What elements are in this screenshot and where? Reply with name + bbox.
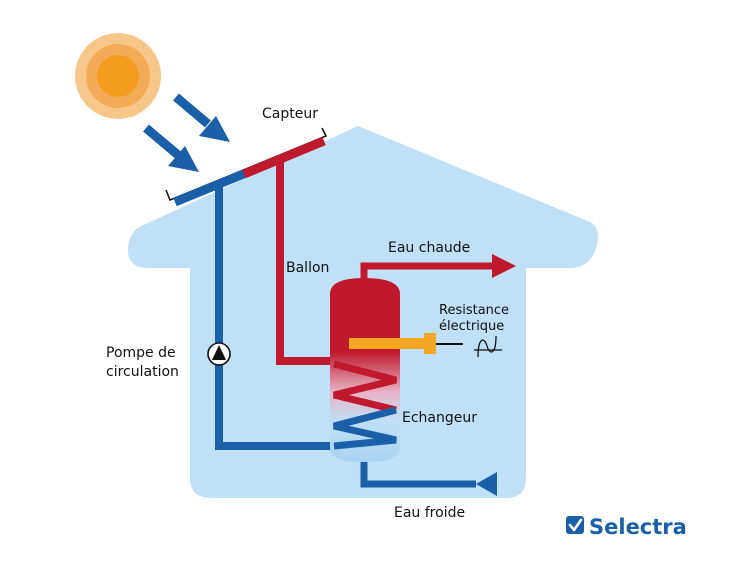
cold-loop-pipe — [215, 187, 336, 450]
label-resistance-line2: électrique — [439, 319, 504, 334]
brand-name: Selectra — [589, 515, 687, 539]
exchanger-coil-cold — [333, 406, 397, 450]
check-square-icon — [566, 516, 584, 534]
exchanger-coil-hot — [333, 360, 397, 414]
sun-icon — [75, 33, 161, 119]
label-tank: Ballon — [286, 260, 329, 276]
sun-ray-arrow-icon — [143, 124, 199, 172]
brand-logo: Selectra — [566, 515, 687, 539]
resistance-cap — [424, 333, 436, 354]
ac-current-icon — [474, 335, 502, 358]
hot-loop-pipe — [276, 157, 336, 365]
label-resistance-line1: Resistance — [439, 303, 509, 318]
collector-cold-half — [173, 168, 248, 207]
sun-ray-arrow-icon — [173, 93, 230, 142]
label-collector: Capteur — [262, 106, 318, 122]
hot-water-arrow-icon — [492, 254, 516, 278]
label-cold-water: Eau froide — [394, 505, 465, 521]
cold-water-inlet-pipe — [360, 452, 476, 488]
cold-water-arrow-icon — [476, 472, 497, 496]
label-hot-water: Eau chaude — [388, 240, 470, 256]
label-pump-line1: Pompe de — [106, 345, 176, 361]
circulation-pump-icon — [207, 342, 231, 366]
electric-resistance — [349, 338, 427, 349]
label-exchanger: Echangeur — [402, 410, 477, 426]
label-pump-line2: circulation — [106, 364, 179, 380]
